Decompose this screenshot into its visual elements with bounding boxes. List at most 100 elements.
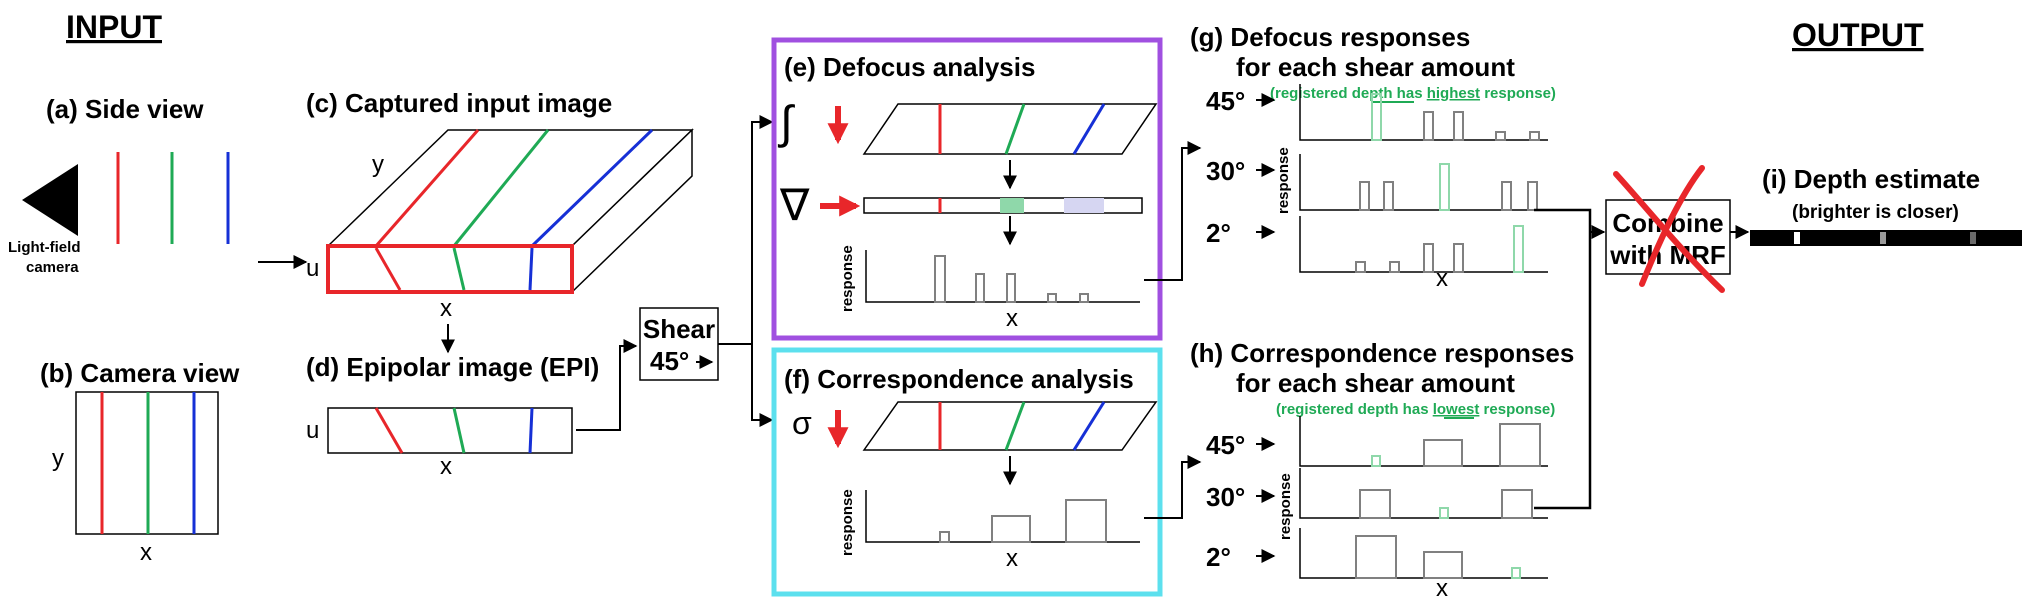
- g-row1-bar-3: [1501, 181, 1512, 211]
- h-angle-0: 45°: [1206, 430, 1245, 460]
- corr-response-label: response: [839, 489, 856, 556]
- defocus-bar-3: [1047, 293, 1057, 303]
- depth-title: (i) Depth estimate: [1762, 164, 1980, 194]
- defocus-bar-4: [1079, 293, 1089, 303]
- h-row0-bar-0: [1371, 455, 1381, 467]
- h-response-label: response: [1277, 473, 1294, 540]
- captured-x-label: x: [440, 295, 452, 322]
- strip-blue-blur: [1064, 198, 1104, 213]
- sheared-blue-line: [1072, 103, 1106, 155]
- defocus-response-bars: [934, 255, 1089, 303]
- camera-icon: [22, 164, 78, 236]
- h-row0-bar-1: [1423, 439, 1463, 467]
- integral-symbol: ∫: [777, 96, 795, 148]
- depth-subtitle: (brighter is closer): [1792, 202, 1959, 223]
- g-angle-1: 30°: [1206, 156, 1245, 186]
- h-row1-bar-1: [1439, 507, 1449, 519]
- sheared-green-line: [1004, 103, 1026, 155]
- corr-x-label: x: [1006, 545, 1018, 572]
- slice-blue-line: [528, 247, 534, 291]
- g-axes-2: [1299, 216, 1548, 273]
- g-row1-bar-2: [1439, 163, 1450, 211]
- correspondence-panel: (f) Correspondence analysis σ response x: [771, 347, 1163, 597]
- epi-panel: (d) Epipolar image (EPI) u x: [306, 352, 599, 480]
- h-row2-bar-2: [1511, 567, 1521, 579]
- g-row2-bar-3: [1453, 243, 1464, 273]
- h-row2-bar-0: [1355, 535, 1397, 579]
- h-axes-0: [1299, 416, 1548, 467]
- h-axes-2: [1299, 528, 1548, 579]
- g-row1-bar-4: [1527, 181, 1538, 211]
- h-axes-1: [1299, 468, 1548, 519]
- epi-blue-line: [528, 407, 534, 454]
- g-row0-bar-2: [1453, 111, 1464, 141]
- h-title-line1: (h) Correspondence responses: [1190, 338, 1574, 368]
- volume-blue-line: [530, 128, 654, 248]
- defocus-frame: [771, 37, 1163, 341]
- defocus-bar-1: [975, 273, 985, 303]
- corr-bar-1: [991, 515, 1031, 543]
- camera-view-title: (b) Camera view: [40, 358, 240, 388]
- defocus-x-label: x: [1006, 305, 1018, 332]
- g-row2-bar-2: [1423, 243, 1434, 273]
- epi-frame: [327, 407, 573, 454]
- g-angle-2: 2°: [1206, 218, 1231, 248]
- corr-response-bars: [939, 499, 1107, 543]
- shear-angle: 45°: [650, 346, 689, 376]
- volume-green-line: [452, 129, 550, 247]
- g-axes-1: [1299, 154, 1548, 211]
- defocus-panel: (e) Defocus analysis ∫ ∇ response x: [771, 37, 1163, 341]
- shear-label: Shear: [643, 314, 715, 344]
- g-row2-bar-0: [1355, 261, 1366, 273]
- defocus-bar-2: [1006, 273, 1016, 303]
- captured-y-label: y: [372, 151, 384, 178]
- combine-mrf-box: Combine with MRF: [1605, 165, 1731, 293]
- g-row1-bar-1: [1383, 181, 1394, 211]
- shear-to-correspondence-connector: [751, 344, 774, 427]
- captured-image-title: (c) Captured input image: [306, 88, 612, 118]
- camera-view-panel: (b) Camera view y x: [40, 358, 240, 566]
- side-view-title: (a) Side view: [46, 94, 204, 124]
- camera-view-y-label: y: [52, 445, 64, 472]
- depth-near-mark: [1794, 232, 1800, 244]
- h-row1-bar-2: [1501, 489, 1533, 519]
- combine-line2: with MRF: [1609, 240, 1726, 270]
- g-note: (registered depth has highest response): [1270, 85, 1556, 102]
- depth-mid-mark: [1880, 232, 1886, 244]
- h-angle-2: 2°: [1206, 542, 1231, 572]
- g-x-label: x: [1436, 265, 1448, 292]
- epi-green-line: [452, 407, 466, 454]
- h-note: (registered depth has lowest response): [1276, 401, 1555, 418]
- g-row1-bar-0: [1359, 181, 1370, 211]
- epi-u-label: u: [306, 417, 319, 444]
- g-title-line1: (g) Defocus responses: [1190, 22, 1470, 52]
- h-title-line2: for each shear amount: [1236, 368, 1515, 398]
- g-row0-bar-1: [1423, 111, 1434, 141]
- cross-stroke-1: [1613, 171, 1725, 293]
- h-x-label: x: [1436, 575, 1448, 601]
- input-header: INPUT: [66, 9, 162, 45]
- depth-estimate-panel: (i) Depth estimate (brighter is closer): [1750, 164, 2022, 246]
- shear-box: Shear 45°: [639, 307, 719, 381]
- defocus-title: (e) Defocus analysis: [784, 52, 1035, 82]
- g-row0-bar-3: [1495, 131, 1506, 141]
- camera-label-line2: camera: [26, 259, 79, 276]
- corr-bar-2: [1065, 499, 1107, 543]
- corr-green-line: [1004, 401, 1026, 451]
- merge-bracket: [1534, 208, 1592, 510]
- defocus-bar-0: [934, 255, 946, 303]
- shear-to-defocus-connector: [718, 115, 774, 345]
- correspondence-title: (f) Correspondence analysis: [784, 364, 1134, 394]
- g-title-line2: for each shear amount: [1236, 52, 1515, 82]
- g-row2-bar-1: [1389, 261, 1400, 273]
- g-angle-0: 45°: [1206, 86, 1245, 116]
- defocus-response-label: response: [839, 245, 856, 312]
- sigma-symbol: σ: [792, 405, 812, 441]
- defocus-responses-panel: (g) Defocus responses for each shear amo…: [1190, 22, 1556, 292]
- captured-u-label: u: [306, 255, 319, 282]
- epi-x-label: x: [440, 453, 452, 480]
- g-row2-bar-4: [1513, 225, 1524, 273]
- g-row0-bar-4: [1529, 131, 1540, 141]
- corr-bar-0: [939, 531, 950, 543]
- corr-to-h-connector: [1144, 455, 1202, 519]
